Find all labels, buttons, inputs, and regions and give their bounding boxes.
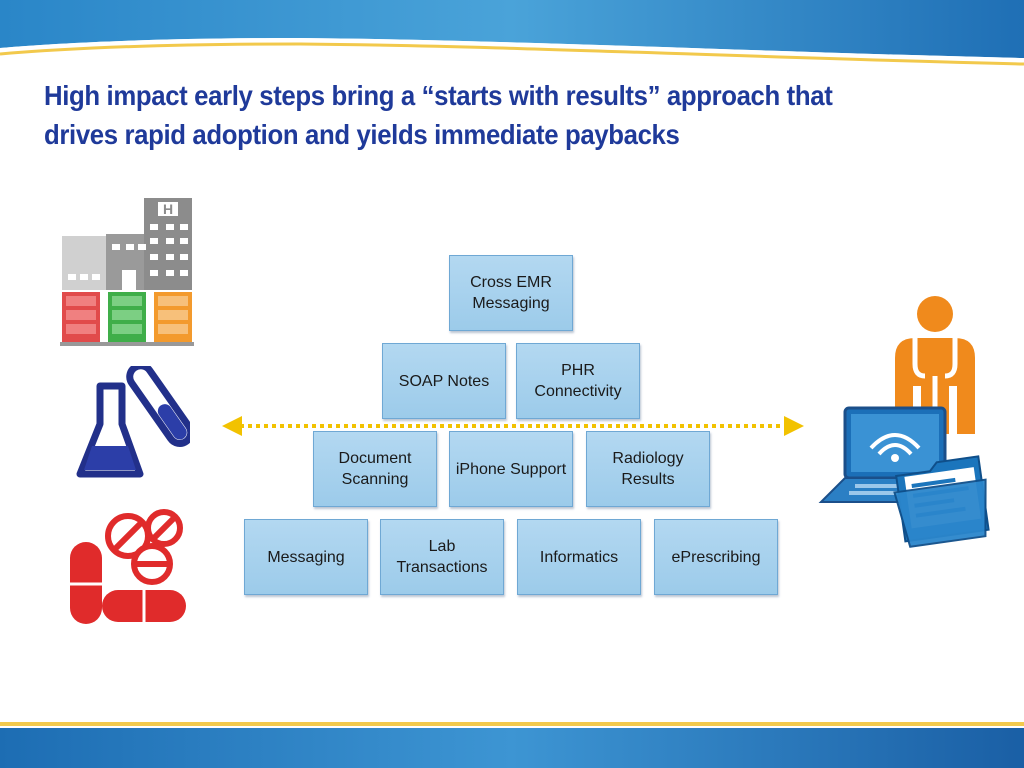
page-title: High impact early steps bring a “starts … bbox=[44, 80, 833, 150]
pills-icon bbox=[70, 509, 186, 624]
box-iphone-support: iPhone Support bbox=[449, 431, 573, 507]
hospital-servers-icon: H bbox=[60, 198, 194, 346]
double-headed-arrow bbox=[222, 416, 804, 436]
box-messaging: Messaging bbox=[244, 519, 368, 595]
box-soap-notes: SOAP Notes bbox=[382, 343, 506, 419]
box-eprescribing: ePrescribing bbox=[654, 519, 778, 595]
box-radiology-results: Radiology Results bbox=[586, 431, 710, 507]
bottom-banner bbox=[0, 722, 1024, 768]
box-informatics: Informatics bbox=[517, 519, 641, 595]
top-banner bbox=[0, 0, 1024, 66]
box-lab-transactions: Lab Transactions bbox=[380, 519, 504, 595]
doctor-laptop-folder-icon bbox=[818, 296, 990, 548]
box-phr-connectivity: PHR Connectivity bbox=[516, 343, 640, 419]
box-cross-emr-messaging: Cross EMR Messaging bbox=[449, 255, 573, 331]
box-document-scanning: Document Scanning bbox=[313, 431, 437, 507]
lab-flask-icon bbox=[76, 366, 190, 478]
svg-text:H: H bbox=[163, 201, 173, 217]
